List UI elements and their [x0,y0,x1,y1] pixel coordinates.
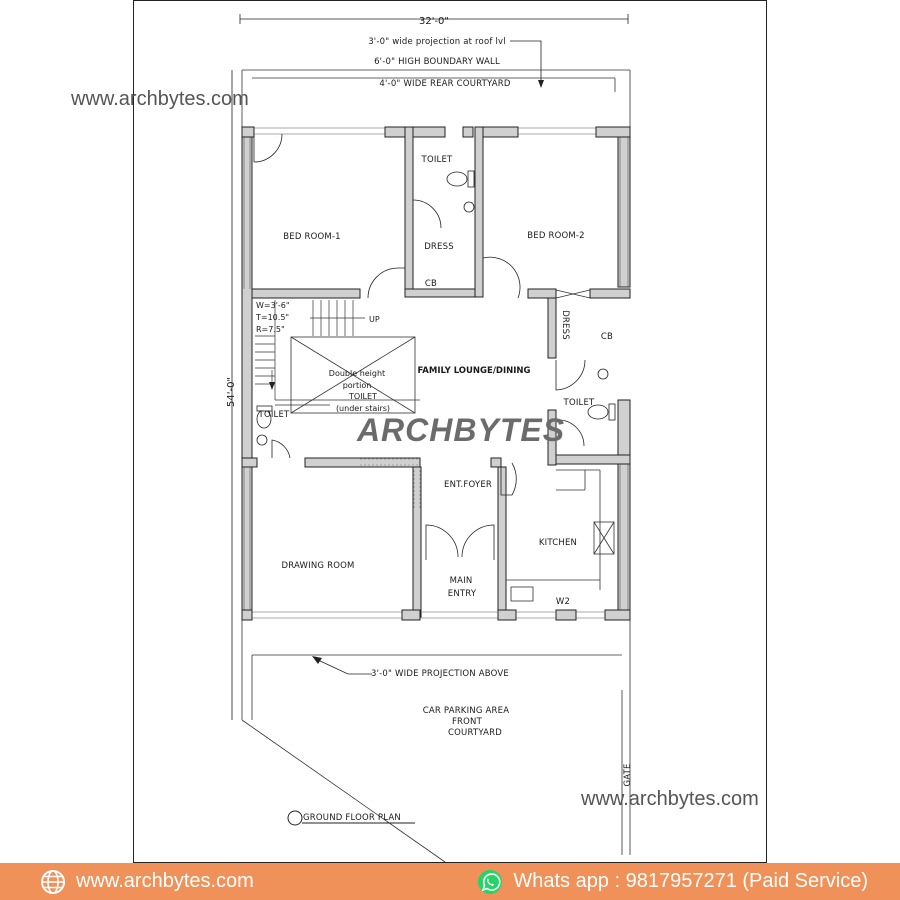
boundary-lines [241,69,631,863]
floor-plan-drawing: 32'-0" 54'-0" 3'-0" wide projection at r… [133,0,767,863]
note-front-projection: 3'-0" WIDE PROJECTION ABOVE [371,669,509,679]
note-roof-arrowhead [538,80,544,88]
footer-whatsapp[interactable]: Whats app : 9817957271 (Paid Service) [477,869,868,895]
room-label-toilet-right: TOILET [563,398,595,408]
staircase [255,300,420,406]
watermark-bottom: www.archbytes.com [581,788,759,810]
kitchen-counter [506,289,615,602]
room-label-main-entry-1: MAIN [450,576,473,586]
parking-label-2: FRONT [452,717,483,727]
sheet-border [133,0,767,863]
walls [241,126,631,621]
parking-label-1: CAR PARKING AREA [423,706,510,716]
room-label-family-lounge: FAMILY LOUNGE/DINING [417,366,530,376]
stair-width: W=3'-6" [256,301,290,310]
room-label-main-entry-2: ENTRY [448,589,477,599]
note-roof-projection: 3'-0" wide projection at roof lvl [368,37,506,47]
front-projection-arrow [317,659,372,675]
note-roof-arrow [510,40,542,86]
front-projection-arrowhead [312,656,322,664]
double-height-void [290,336,416,414]
stair-up: UP [369,315,380,324]
room-label-cb-top: CB [425,279,437,289]
footer-website[interactable]: www.archbytes.com [40,869,254,895]
parking-label-3: COURTYARD [448,728,502,738]
plan-title: GROUND FLOOR PLAN [303,813,401,823]
label-under-stairs: (under stairs) [336,404,390,413]
note-boundary-wall: 6'-0" HIGH BOUNDARY WALL [374,57,500,67]
watermark-top: www.archbytes.com [71,88,249,110]
windows [243,127,629,619]
room-label-toilet-left: TOILET [258,410,290,420]
label-double-height-1: Double height [329,369,385,378]
stair-riser: R=7.5" [256,325,285,334]
whatsapp-icon [478,869,503,894]
door-swings [253,133,586,560]
label-toilet-stairs: TOILET [348,392,377,401]
room-label-dress-top: DRESS [424,242,454,252]
plan-title-marker [287,810,303,826]
room-label-toilet-top: TOILET [421,155,453,165]
width-dimension-label: 32'-0" [419,16,449,27]
footer-website-text: www.archbytes.com [76,870,254,892]
label-double-height-2: portion [343,381,372,390]
toilet-fixtures [256,170,616,446]
globe-icon [41,869,65,894]
room-label-cb-right: CB [601,332,613,342]
dashed-openings [360,458,421,510]
brand-watermark: ARCHBYTES [356,412,565,448]
room-label-foyer: ENT.FOYER [444,480,492,490]
width-dimension [239,14,629,24]
note-rear-courtyard: 4'-0" WIDE REAR COURTYARD [379,79,510,89]
stair-tread: T=10.5" [255,313,289,322]
label-w2: W2 [556,597,570,607]
room-label-dress-right: DRESS [560,310,570,340]
room-label-bed1: BED ROOM-1 [283,232,341,242]
depth-dimension-label: 54'-0" [226,377,237,407]
footer-whatsapp-text: Whats app : 9817957271 (Paid Service) [513,870,868,892]
room-label-kitchen: KITCHEN [539,538,577,548]
room-label-drawing: DRAWING ROOM [281,561,354,571]
stair-up-arrowhead [269,382,275,390]
footer-bar: www.archbytes.com Whats app : 9817957271… [0,863,900,900]
room-label-bed2: BED ROOM-2 [527,231,585,241]
gate-label: GATE [623,763,633,786]
